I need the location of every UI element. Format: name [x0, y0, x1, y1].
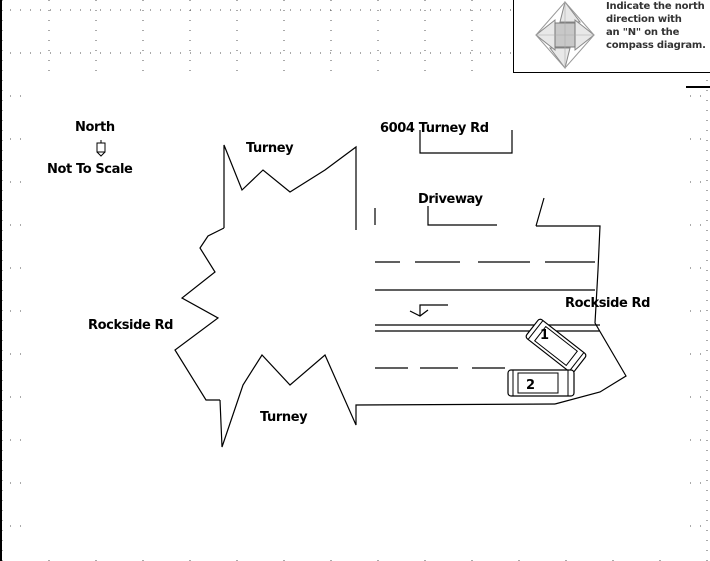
- driveway-label: Driveway: [418, 192, 483, 207]
- page-left-border: [0, 0, 2, 561]
- vehicle-number: 2: [526, 378, 535, 393]
- rockside-rd-label-left: Rockside Rd: [88, 318, 174, 333]
- vehicle-2: [507, 369, 575, 397]
- north-arrow-icon: [96, 140, 106, 157]
- not-to-scale-label: Not To Scale: [47, 162, 133, 177]
- turney-label-bottom: Turney: [260, 410, 308, 425]
- turney-road-edge-upper-left: [223, 144, 357, 230]
- address-label: 6004 Turney Rd: [380, 121, 489, 136]
- north-label: North: [75, 120, 115, 135]
- rockside-road-edge-left: [174, 227, 225, 401]
- drawing-canvas[interactable]: [22, 72, 687, 552]
- vehicle-1: [525, 318, 587, 374]
- direction-arrowhead: [409, 309, 429, 317]
- compass-instruction-panel: Indicate the north direction with an "N"…: [513, 0, 710, 73]
- direction-arrow: [419, 304, 448, 316]
- vehicle-number: 1: [540, 328, 549, 343]
- driveway-outline: [427, 206, 497, 226]
- instruction-line: direction with: [606, 14, 682, 25]
- instruction-line: compass diagram.: [606, 40, 706, 51]
- rockside-rd-label-right: Rockside Rd: [565, 296, 651, 311]
- address-building-outline: [419, 130, 513, 154]
- turney-label-top: Turney: [246, 141, 294, 156]
- compass-instruction-text: Indicate the north direction with an "N"…: [606, 0, 710, 52]
- turney-road-edge-lower: [219, 354, 556, 448]
- instruction-line: an "N" on the: [606, 27, 680, 38]
- compass-rose-icon[interactable]: [534, 0, 596, 70]
- instruction-line: Indicate the north: [606, 1, 705, 12]
- rockside-road-edge-right: [536, 225, 627, 405]
- divider-rule: [686, 86, 710, 88]
- driveway-edge: [535, 197, 545, 227]
